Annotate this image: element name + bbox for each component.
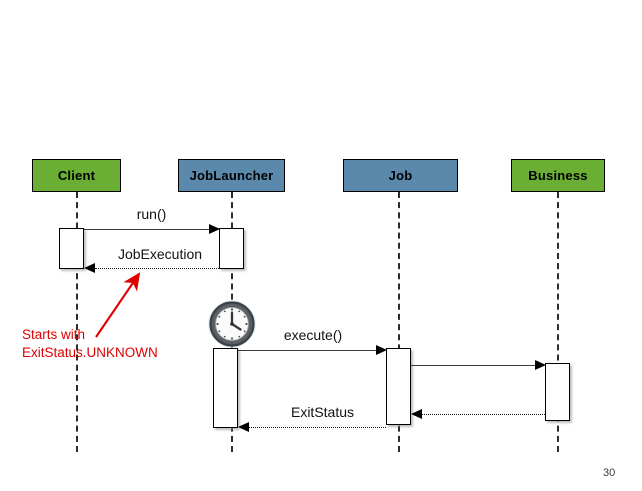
activation-business — [545, 363, 570, 421]
activation-joblauncher-main — [213, 348, 238, 428]
actor-label-joblauncher: JobLauncher — [189, 168, 274, 183]
message-arrowhead-business-return — [411, 409, 422, 419]
message-label-run: run() — [136, 206, 167, 222]
message-line-execute — [238, 350, 377, 351]
message-arrowhead-run — [209, 224, 220, 234]
annotation-line-2: ExitStatus.UNKNOWN — [22, 345, 158, 360]
activation-client — [59, 228, 84, 269]
actor-box-job[interactable]: Job — [343, 159, 458, 192]
lifeline-job — [398, 192, 400, 452]
message-line-run — [84, 229, 210, 230]
clock-icon — [206, 298, 258, 350]
message-arrowhead-exitstatus — [238, 422, 249, 432]
lifeline-business — [557, 192, 559, 452]
message-line-business-call — [411, 365, 536, 366]
annotation-line-1: Starts with — [22, 327, 86, 342]
message-arrowhead-business-call — [535, 360, 546, 370]
message-line-business-return — [422, 414, 545, 415]
activation-joblauncher-run — [219, 228, 244, 269]
message-arrowhead-jobexecution — [84, 263, 95, 273]
message-line-jobexecution — [95, 268, 219, 269]
message-arrowhead-execute — [376, 345, 387, 355]
actor-label-business: Business — [528, 168, 588, 183]
actor-label-client: Client — [57, 168, 96, 183]
actor-box-client[interactable]: Client — [32, 159, 121, 192]
message-line-exitstatus — [249, 427, 386, 428]
actor-box-joblauncher[interactable]: JobLauncher — [178, 159, 285, 192]
message-label-jobexecution: JobExecution — [117, 246, 203, 262]
actor-box-business[interactable]: Business — [511, 159, 605, 192]
page-number: 30 — [603, 467, 616, 479]
message-label-execute: execute() — [283, 327, 343, 343]
actor-label-job: Job — [388, 168, 413, 183]
activation-job — [386, 348, 411, 425]
lifeline-client — [76, 192, 78, 452]
message-label-exitstatus: ExitStatus — [290, 404, 355, 420]
